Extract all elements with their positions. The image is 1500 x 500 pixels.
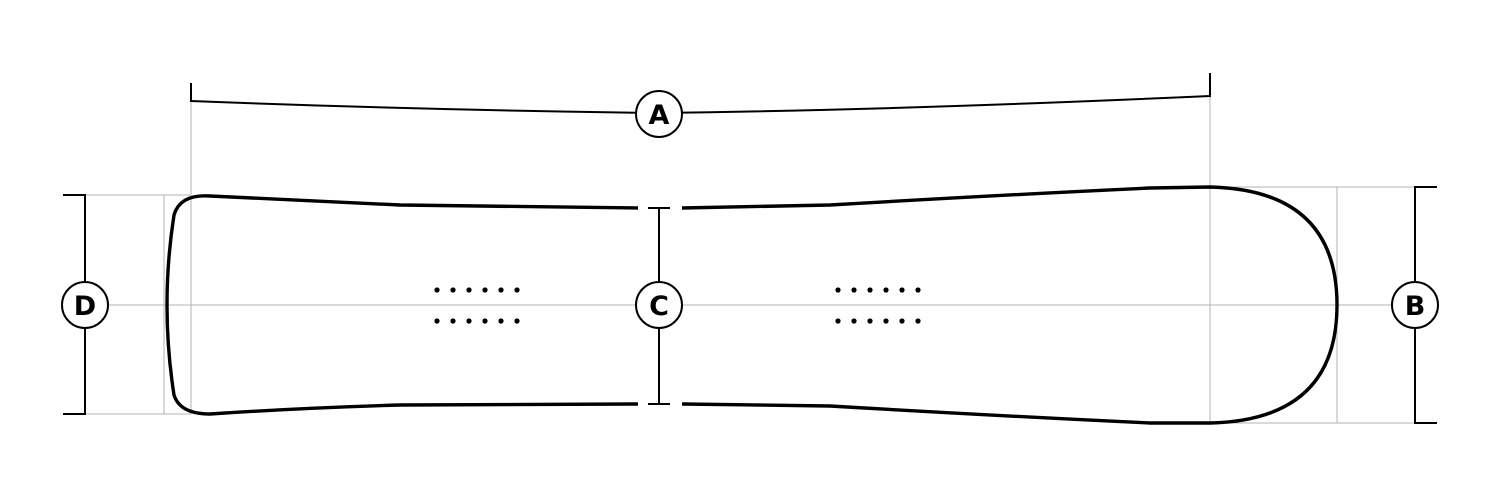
dimension-b-badge bbox=[1391, 281, 1439, 329]
insert-pattern-right bbox=[835, 287, 921, 324]
insert-hole bbox=[835, 318, 841, 324]
dimension-a-bracket bbox=[190, 73, 1211, 115]
insert-hole bbox=[851, 287, 857, 293]
insert-pattern-left bbox=[434, 287, 520, 324]
dimension-b-label: B bbox=[1405, 291, 1426, 322]
dimension-c-badge bbox=[635, 281, 683, 329]
insert-hole bbox=[498, 287, 504, 293]
dimension-a-badge bbox=[635, 90, 683, 138]
insert-hole bbox=[466, 287, 472, 293]
insert-hole bbox=[835, 287, 841, 293]
insert-hole bbox=[482, 287, 488, 293]
board-outline-right bbox=[681, 185, 1339, 425]
dimension-c: C bbox=[635, 207, 683, 405]
insert-hole bbox=[498, 318, 504, 324]
dimension-d-label: D bbox=[74, 291, 96, 322]
insert-hole bbox=[450, 318, 456, 324]
dimension-a: A bbox=[190, 73, 1211, 138]
insert-hole bbox=[482, 318, 488, 324]
dimension-a-label: A bbox=[649, 100, 670, 131]
insert-hole bbox=[434, 318, 440, 324]
insert-hole bbox=[899, 287, 905, 293]
insert-hole bbox=[915, 287, 921, 293]
board-outline-left bbox=[165, 194, 639, 416]
insert-hole bbox=[514, 287, 520, 293]
dimension-d: D bbox=[61, 194, 109, 415]
insert-hole bbox=[883, 287, 889, 293]
insert-hole bbox=[883, 318, 889, 324]
insert-hole bbox=[851, 318, 857, 324]
dimension-b: B bbox=[1391, 186, 1439, 424]
dimension-d-badge bbox=[61, 281, 109, 329]
insert-hole bbox=[450, 287, 456, 293]
dimension-c-label: C bbox=[649, 291, 669, 322]
insert-hole bbox=[434, 287, 440, 293]
insert-hole bbox=[867, 318, 873, 324]
guide-lines bbox=[85, 96, 1415, 424]
insert-hole bbox=[514, 318, 520, 324]
insert-hole bbox=[915, 318, 921, 324]
insert-hole bbox=[899, 318, 905, 324]
insert-hole bbox=[867, 287, 873, 293]
insert-hole bbox=[466, 318, 472, 324]
